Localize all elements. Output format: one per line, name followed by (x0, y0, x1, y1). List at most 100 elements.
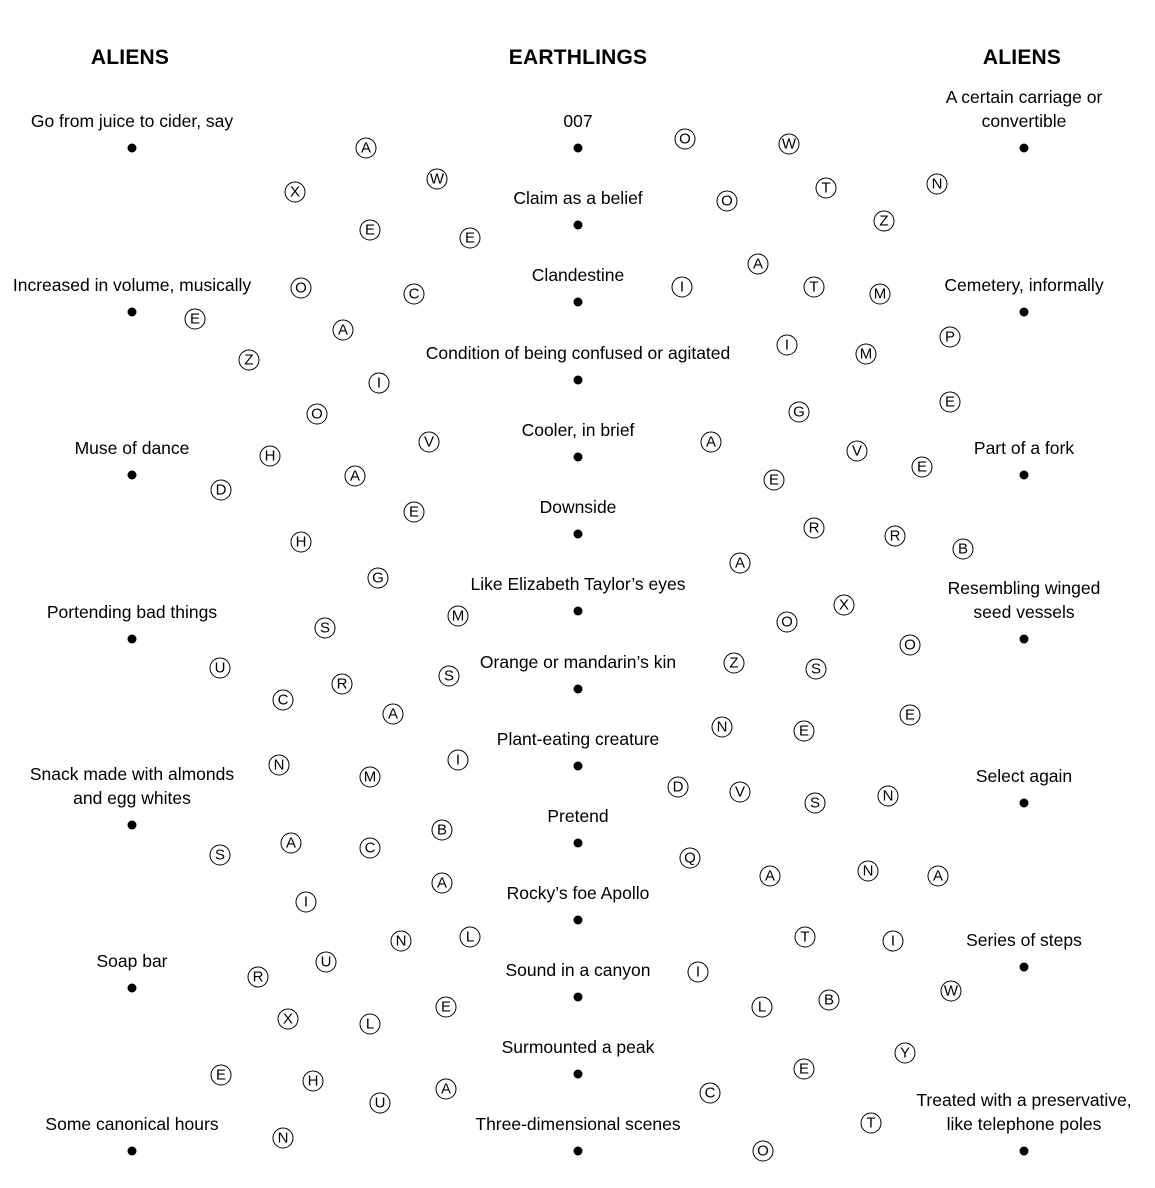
letter-circle-i[interactable]: I (687, 961, 709, 983)
letter-circle-s[interactable]: S (805, 658, 827, 680)
alien-left-dot-3[interactable] (127, 470, 137, 480)
letter-circle-e[interactable]: E (793, 1058, 815, 1080)
alien-right-dot-1[interactable] (1019, 143, 1029, 153)
letter-circle-r[interactable]: R (803, 517, 825, 539)
earthling-dot-13[interactable] (573, 1069, 583, 1079)
letter-circle-t[interactable]: T (815, 177, 837, 199)
letter-circle-m[interactable]: M (855, 343, 877, 365)
letter-circle-u[interactable]: U (209, 657, 231, 679)
letter-circle-w[interactable]: W (940, 980, 962, 1002)
letter-circle-m[interactable]: M (359, 766, 381, 788)
letter-circle-e[interactable]: E (763, 469, 785, 491)
letter-circle-z[interactable]: Z (723, 652, 745, 674)
earthling-dot-8[interactable] (573, 684, 583, 694)
letter-circle-v[interactable]: V (846, 440, 868, 462)
earthling-dot-2[interactable] (573, 220, 583, 230)
letter-circle-o[interactable]: O (776, 611, 798, 633)
letter-circle-n[interactable]: N (272, 1127, 294, 1149)
letter-circle-e[interactable]: E (911, 456, 933, 478)
letter-circle-a[interactable]: A (700, 431, 722, 453)
letter-circle-e[interactable]: E (184, 308, 206, 330)
letter-circle-r[interactable]: R (247, 966, 269, 988)
letter-circle-a[interactable]: A (729, 552, 751, 574)
letter-circle-l[interactable]: L (751, 996, 773, 1018)
letter-circle-o[interactable]: O (899, 634, 921, 656)
alien-right-dot-3[interactable] (1019, 470, 1029, 480)
letter-circle-i[interactable]: I (776, 334, 798, 356)
letter-circle-a[interactable]: A (435, 1078, 457, 1100)
alien-left-dot-6[interactable] (127, 983, 137, 993)
letter-circle-o[interactable]: O (752, 1140, 774, 1162)
letter-circle-v[interactable]: V (729, 781, 751, 803)
earthling-dot-4[interactable] (573, 375, 583, 385)
alien-left-dot-2[interactable] (127, 307, 137, 317)
letter-circle-a[interactable]: A (344, 465, 366, 487)
alien-left-dot-1[interactable] (127, 143, 137, 153)
letter-circle-e[interactable]: E (459, 227, 481, 249)
letter-circle-e[interactable]: E (435, 996, 457, 1018)
letter-circle-v[interactable]: V (418, 431, 440, 453)
letter-circle-a[interactable]: A (927, 865, 949, 887)
letter-circle-n[interactable]: N (926, 173, 948, 195)
letter-circle-s[interactable]: S (804, 792, 826, 814)
letter-circle-c[interactable]: C (403, 283, 425, 305)
alien-right-dot-5[interactable] (1019, 798, 1029, 808)
letter-circle-s[interactable]: S (209, 844, 231, 866)
letter-circle-m[interactable]: M (869, 283, 891, 305)
letter-circle-n[interactable]: N (390, 930, 412, 952)
letter-circle-u[interactable]: U (315, 951, 337, 973)
letter-circle-n[interactable]: N (268, 754, 290, 776)
letter-circle-l[interactable]: L (459, 926, 481, 948)
letter-circle-x[interactable]: X (833, 594, 855, 616)
earthling-dot-3[interactable] (573, 297, 583, 307)
letter-circle-t[interactable]: T (794, 926, 816, 948)
letter-circle-g[interactable]: G (788, 401, 810, 423)
letter-circle-n[interactable]: N (711, 716, 733, 738)
letter-circle-z[interactable]: Z (238, 349, 260, 371)
earthling-dot-1[interactable] (573, 143, 583, 153)
earthling-dot-6[interactable] (573, 529, 583, 539)
letter-circle-i[interactable]: I (295, 891, 317, 913)
alien-right-dot-2[interactable] (1019, 307, 1029, 317)
letter-circle-x[interactable]: X (277, 1008, 299, 1030)
letter-circle-h[interactable]: H (302, 1070, 324, 1092)
letter-circle-a[interactable]: A (759, 865, 781, 887)
letter-circle-o[interactable]: O (674, 128, 696, 150)
letter-circle-w[interactable]: W (778, 133, 800, 155)
alien-left-dot-7[interactable] (127, 1146, 137, 1156)
letter-circle-y[interactable]: Y (894, 1042, 916, 1064)
letter-circle-a[interactable]: A (382, 703, 404, 725)
alien-right-dot-4[interactable] (1019, 634, 1029, 644)
letter-circle-i[interactable]: I (671, 276, 693, 298)
letter-circle-i[interactable]: I (447, 749, 469, 771)
letter-circle-r[interactable]: R (884, 525, 906, 547)
letter-circle-u[interactable]: U (369, 1092, 391, 1114)
letter-circle-c[interactable]: C (699, 1082, 721, 1104)
letter-circle-b[interactable]: B (818, 989, 840, 1011)
letter-circle-d[interactable]: D (210, 479, 232, 501)
letter-circle-r[interactable]: R (331, 673, 353, 695)
letter-circle-e[interactable]: E (793, 720, 815, 742)
letter-circle-e[interactable]: E (899, 704, 921, 726)
letter-circle-a[interactable]: A (355, 137, 377, 159)
letter-circle-i[interactable]: I (882, 930, 904, 952)
letter-circle-o[interactable]: O (306, 403, 328, 425)
letter-circle-n[interactable]: N (877, 785, 899, 807)
letter-circle-l[interactable]: L (359, 1013, 381, 1035)
letter-circle-e[interactable]: E (403, 501, 425, 523)
letter-circle-c[interactable]: C (359, 837, 381, 859)
letter-circle-m[interactable]: M (447, 605, 469, 627)
letter-circle-o[interactable]: O (290, 277, 312, 299)
letter-circle-t[interactable]: T (860, 1112, 882, 1134)
earthling-dot-12[interactable] (573, 992, 583, 1002)
letter-circle-e[interactable]: E (359, 219, 381, 241)
letter-circle-a[interactable]: A (332, 319, 354, 341)
letter-circle-h[interactable]: H (290, 531, 312, 553)
letter-circle-a[interactable]: A (280, 832, 302, 854)
alien-right-dot-7[interactable] (1019, 1146, 1029, 1156)
earthling-dot-11[interactable] (573, 915, 583, 925)
letter-circle-s[interactable]: S (314, 617, 336, 639)
letter-circle-c[interactable]: C (272, 689, 294, 711)
letter-circle-g[interactable]: G (367, 567, 389, 589)
letter-circle-h[interactable]: H (259, 445, 281, 467)
